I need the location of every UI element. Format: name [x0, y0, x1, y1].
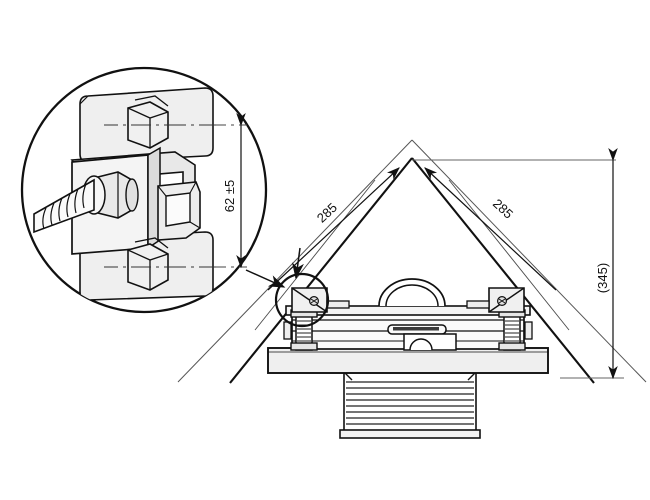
finned-cylinder [339, 371, 481, 439]
center-notch-block [403, 333, 457, 351]
dimension-overall-height: (345) [412, 148, 624, 380]
dimension-overall-height-label: (345) [595, 263, 610, 293]
threaded-rod [33, 178, 95, 234]
dimension-detail-vertical-label: 62 ±5 [222, 180, 237, 212]
slot-bar [387, 324, 447, 335]
right-corner-gusset [466, 287, 525, 313]
detail-leader-lines [245, 247, 304, 288]
dimension-detail-vertical: 62 ±5 [222, 113, 246, 269]
base-plate [267, 347, 549, 374]
left-threaded-column [283, 309, 318, 351]
detail-circle-view: 62 ±5 [20, 66, 268, 314]
arch-handle [378, 278, 446, 307]
left-corner-gusset [291, 287, 350, 313]
clamp-jaw [157, 181, 201, 241]
